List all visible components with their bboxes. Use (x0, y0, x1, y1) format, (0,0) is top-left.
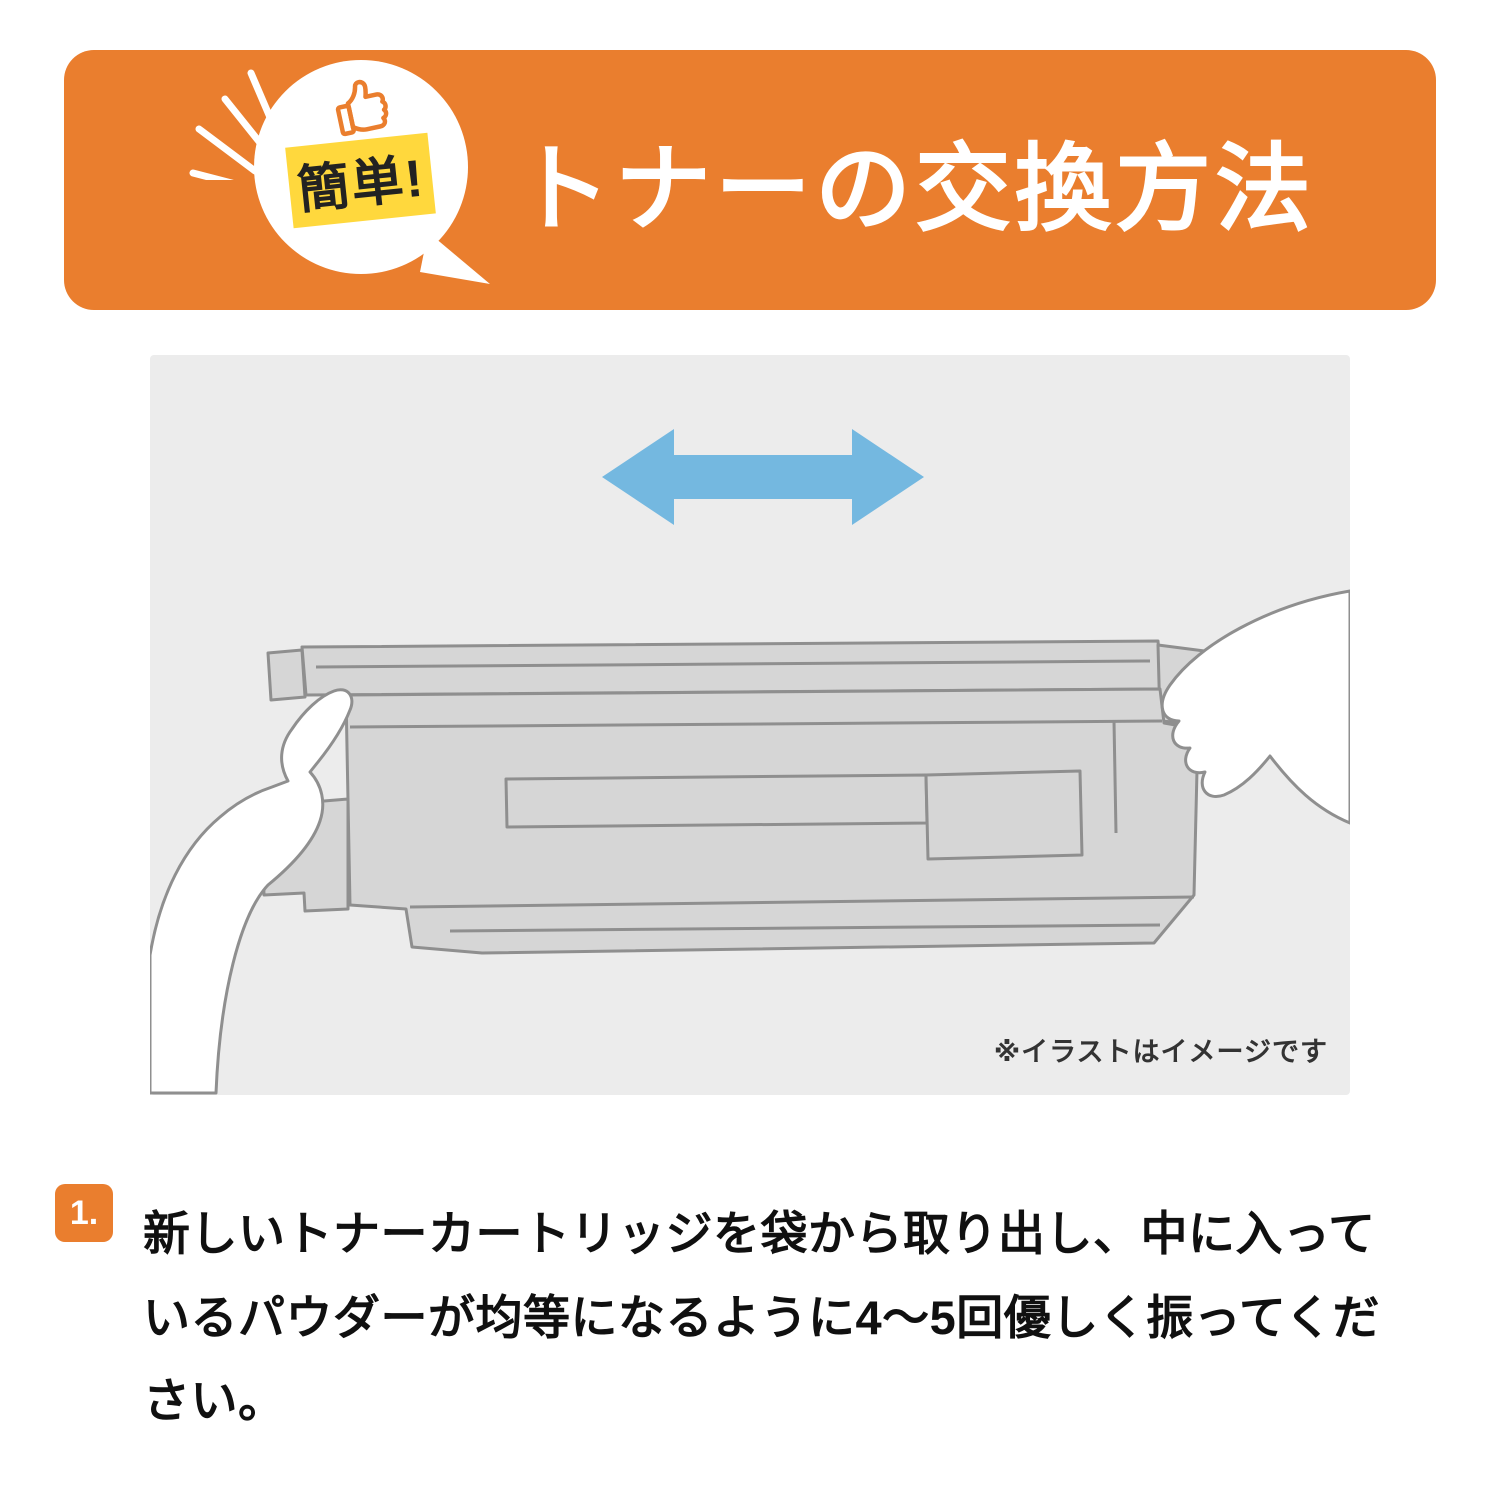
speech-bubble: 簡単! (254, 60, 468, 274)
right-hand (1160, 589, 1350, 825)
illustration-panel: ※イラストはイメージです (150, 355, 1350, 1095)
page-title: トナーの交換方法 (515, 135, 1315, 243)
step-number-badge: 1. (55, 1184, 113, 1242)
easy-badge: 簡単! (285, 132, 437, 229)
thumbs-up-icon (335, 79, 389, 137)
speech-bubble-tail (420, 232, 490, 284)
shake-arrow-icon (602, 429, 924, 525)
step-1: 1. 新しいトナーカートリッジを袋から取り出し、中に入っているパウダーが均等にな… (55, 1180, 1455, 1443)
step-text: 新しいトナーカートリッジを袋から取り出し、中に入っているパウダーが均等になるよう… (143, 1207, 1381, 1428)
illustration-note: ※イラストはイメージです (993, 1037, 1328, 1067)
toner-shake-illustration (150, 429, 1350, 1095)
toner-cartridge (244, 639, 1250, 955)
left-hand (150, 688, 354, 1095)
